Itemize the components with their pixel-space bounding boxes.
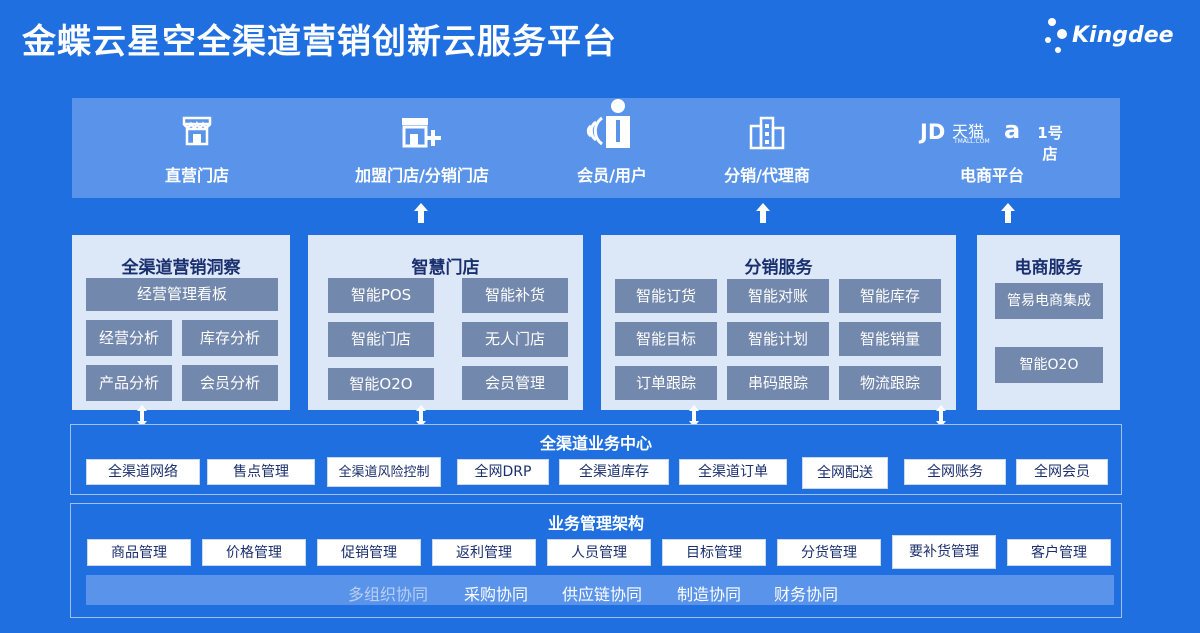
panel-title: 电商服务: [1014, 258, 1083, 278]
tile-smart-sales[interactable]: 智能销量: [839, 322, 941, 356]
tile-business-analysis[interactable]: 经营分析: [86, 320, 172, 356]
tile-unmanned-store[interactable]: 无人门店: [462, 322, 568, 357]
collaboration-bar: 多组织协同 采购协同 供应链协同 制造协同 财务协同: [86, 575, 1114, 605]
double-arrow-icon: [689, 405, 699, 427]
tile-member-management[interactable]: 会员管理: [462, 366, 568, 400]
collab-multi-org: 多组织协同: [348, 585, 429, 604]
chip-rebate-management[interactable]: 返利管理: [432, 539, 536, 566]
channel-distributor: 分销/代理商: [692, 98, 842, 198]
chip-channel-inventory[interactable]: 全渠道库存: [559, 459, 669, 485]
business-center-band: 全渠道业务中心 全渠道网络 售点管理 全渠道风险控制 全网DRP 全渠道库存 全…: [70, 424, 1122, 495]
tile-serial-tracking[interactable]: 串码跟踪: [727, 366, 829, 400]
chip-drp[interactable]: 全网DRP: [457, 459, 549, 485]
chip-personnel-management[interactable]: 人员管理: [547, 539, 651, 566]
channel-direct-store: 直营门店: [122, 98, 272, 198]
tile-inventory-analysis[interactable]: 库存分析: [182, 320, 278, 356]
collab-supply-chain: 供应链协同: [562, 585, 643, 604]
chip-customer-management[interactable]: 客户管理: [1007, 539, 1111, 566]
tile-smart-reconciliation[interactable]: 智能对账: [727, 279, 829, 313]
tmall-logo: 天猫: [952, 122, 985, 141]
panel-title: 智慧门店: [411, 258, 480, 278]
kingdee-logo-icon: [1045, 18, 1067, 53]
jd-logo: JD: [920, 120, 946, 144]
building-icon: [749, 116, 785, 150]
panel-smart-store: 智慧门店 智能POS 智能补货 智能门店 无人门店 智能O2O 会员管理: [308, 235, 583, 410]
double-arrow-icon: [137, 405, 147, 427]
chip-channel-orders[interactable]: 全渠道订单: [679, 459, 787, 485]
chip-replenishment-management[interactable]: 要补货管理: [892, 535, 996, 569]
tile-smart-o2o[interactable]: 智能O2O: [328, 368, 434, 400]
channel-label: 分销/代理商: [724, 166, 810, 185]
storefront-icon: [182, 116, 212, 146]
collab-finance: 财务协同: [774, 585, 839, 604]
panel-ecommerce-service: 电商服务 管易电商集成 智能O2O: [977, 235, 1120, 410]
tile-order-tracking[interactable]: 订单跟踪: [615, 366, 717, 400]
tile-ecommerce-o2o[interactable]: 智能O2O: [995, 347, 1103, 383]
tile-smart-inventory[interactable]: 智能库存: [839, 279, 941, 313]
chip-network-members[interactable]: 全网会员: [1016, 459, 1108, 485]
panel-distribution-service: 分销服务 智能订货 智能对账 智能库存 智能目标 智能计划 智能销量 订单跟踪 …: [601, 235, 956, 410]
tile-smart-store[interactable]: 智能门店: [328, 322, 434, 357]
chip-risk-control[interactable]: 全渠道风险控制: [327, 457, 441, 487]
tile-smart-pos[interactable]: 智能POS: [328, 278, 434, 313]
channel-member: 会员/用户: [552, 98, 672, 198]
tile-dashboard[interactable]: 经营管理看板: [86, 278, 278, 311]
band-title: 全渠道业务中心: [539, 434, 652, 453]
tile-smart-plan[interactable]: 智能计划: [727, 322, 829, 356]
collab-manufacturing: 制造协同: [677, 585, 742, 604]
tile-logistics-tracking[interactable]: 物流跟踪: [839, 366, 941, 400]
tile-member-analysis[interactable]: 会员分析: [182, 365, 278, 401]
arrow-up-icon: [756, 203, 770, 223]
tile-guanyi-integration[interactable]: 管易电商集成: [995, 283, 1103, 319]
chip-product-management[interactable]: 商品管理: [87, 539, 191, 566]
channel-label: 加盟门店/分销门店: [355, 166, 489, 185]
chip-network-accounts[interactable]: 全网账务: [904, 459, 1006, 485]
arrow-up-icon: [414, 203, 428, 223]
double-arrow-icon: [416, 405, 426, 427]
chip-target-management[interactable]: 目标管理: [662, 539, 766, 566]
page-title: 金蝶云星空全渠道营销创新云服务平台: [22, 22, 617, 62]
chip-outlet-management[interactable]: 售点管理: [207, 459, 315, 485]
channel-band: 直营门店 加盟门店/分销门店 会员/用户: [72, 98, 1120, 198]
chip-allocation-management[interactable]: 分货管理: [777, 539, 881, 566]
chip-network-delivery[interactable]: 全网配送: [802, 457, 888, 489]
channel-ecommerce: JD 天猫 TMALL.COM a 1号店 电商平台: [902, 98, 1082, 198]
channel-label: 电商平台: [959, 166, 1024, 185]
panel-title: 全渠道营销洞察: [121, 258, 241, 278]
store-plus-icon: [402, 118, 441, 148]
collab-purchasing: 采购协同: [464, 585, 529, 604]
tile-smart-target[interactable]: 智能目标: [615, 322, 717, 356]
chip-promotion-management[interactable]: 促销管理: [317, 539, 421, 566]
panel-marketing-insight: 全渠道营销洞察 经营管理看板 经营分析 库存分析 产品分析 会员分析: [72, 235, 290, 410]
yhd-logo: 1号店: [1037, 124, 1063, 163]
member-user-icon: [586, 99, 630, 148]
channel-franchise-store: 加盟门店/分销门店: [322, 98, 522, 198]
band-title: 业务管理架构: [547, 514, 644, 533]
double-arrow-icon: [936, 405, 946, 427]
channel-label: 直营门店: [164, 166, 229, 185]
tmall-logo-subtext: TMALL.COM: [954, 138, 990, 145]
tile-smart-ordering[interactable]: 智能订货: [615, 279, 717, 313]
channel-label: 会员/用户: [577, 166, 647, 185]
tile-product-analysis[interactable]: 产品分析: [86, 365, 172, 401]
arrow-up-icon: [1001, 203, 1015, 223]
ecommerce-logos-icon: JD 天猫 TMALL.COM a 1号店: [920, 116, 1070, 163]
panel-title: 分销服务: [744, 258, 813, 278]
chip-price-management[interactable]: 价格管理: [202, 539, 306, 566]
logo-text: Kingdee: [1072, 23, 1174, 48]
tile-smart-replenish[interactable]: 智能补货: [462, 278, 568, 313]
chip-channel-network[interactable]: 全渠道网络: [86, 459, 200, 485]
amazon-logo: a: [1004, 116, 1021, 144]
